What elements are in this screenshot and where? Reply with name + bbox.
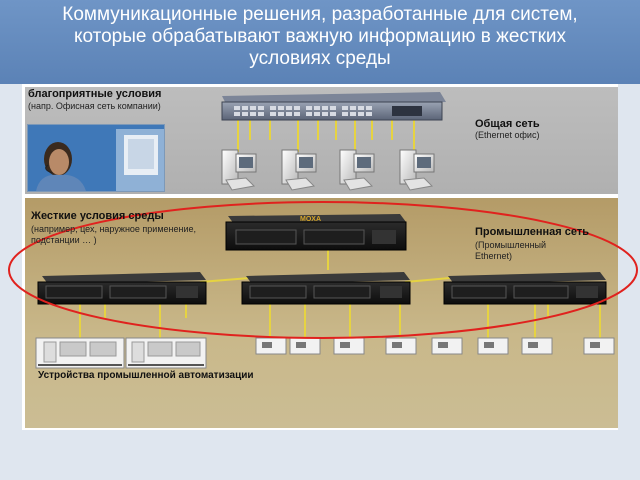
automation-device-large-1 [35,337,125,369]
industrial-network-subtitle-2: Ethernet) [475,251,513,261]
industrial-switch-top: MOXA [225,214,407,251]
office-cables [237,118,415,152]
slide-title: Коммуникационные решения, разработанные … [0,4,640,70]
bottom-strip [0,432,640,480]
svg-text:MOXA: MOXA [300,216,321,223]
office-pc-4 [399,149,435,191]
harsh-zone-heading: Жесткие условия среды [31,210,164,222]
office-pc-1 [221,149,257,191]
office-zone-subheading: (напр. Офисная сеть компании) [28,101,161,111]
title-line-1: Коммуникационные решения, разработанные … [62,4,578,25]
industrial-cables [79,250,601,340]
industrial-switch-middle [241,272,411,305]
office-pc-2 [281,149,317,191]
automation-devices-small [255,337,615,355]
office-network-title: Общая сеть [475,118,540,130]
office-worker-photo [27,124,165,192]
title-bar [0,0,640,84]
title-line-2: которые обрабатывают важную информацию в… [73,26,567,47]
harsh-zone-subheading-1: (например, цех, наружное применение, [31,224,197,234]
industrial-network-title: Промышленная сеть [475,226,589,238]
industrial-network-highlight-ring [8,201,638,339]
title-line-3: условиях среды [249,48,391,69]
industrial-network-subtitle-1: (Промышленный [475,240,547,250]
office-switch [221,92,446,121]
office-zone-heading: благоприятные условия [28,88,162,100]
automation-device-large-2 [125,337,207,369]
office-network-subtitle: (Ethernet офис) [475,130,540,140]
harsh-zone-subheading-2: подстанции … ) [31,235,97,245]
industrial-switch-left [37,272,207,305]
automation-devices-label: Устройства промышленной автоматизации [38,370,254,381]
office-pc-3 [339,149,375,191]
automation-devices-small-detail [262,342,600,348]
industrial-switch-right [443,272,607,305]
